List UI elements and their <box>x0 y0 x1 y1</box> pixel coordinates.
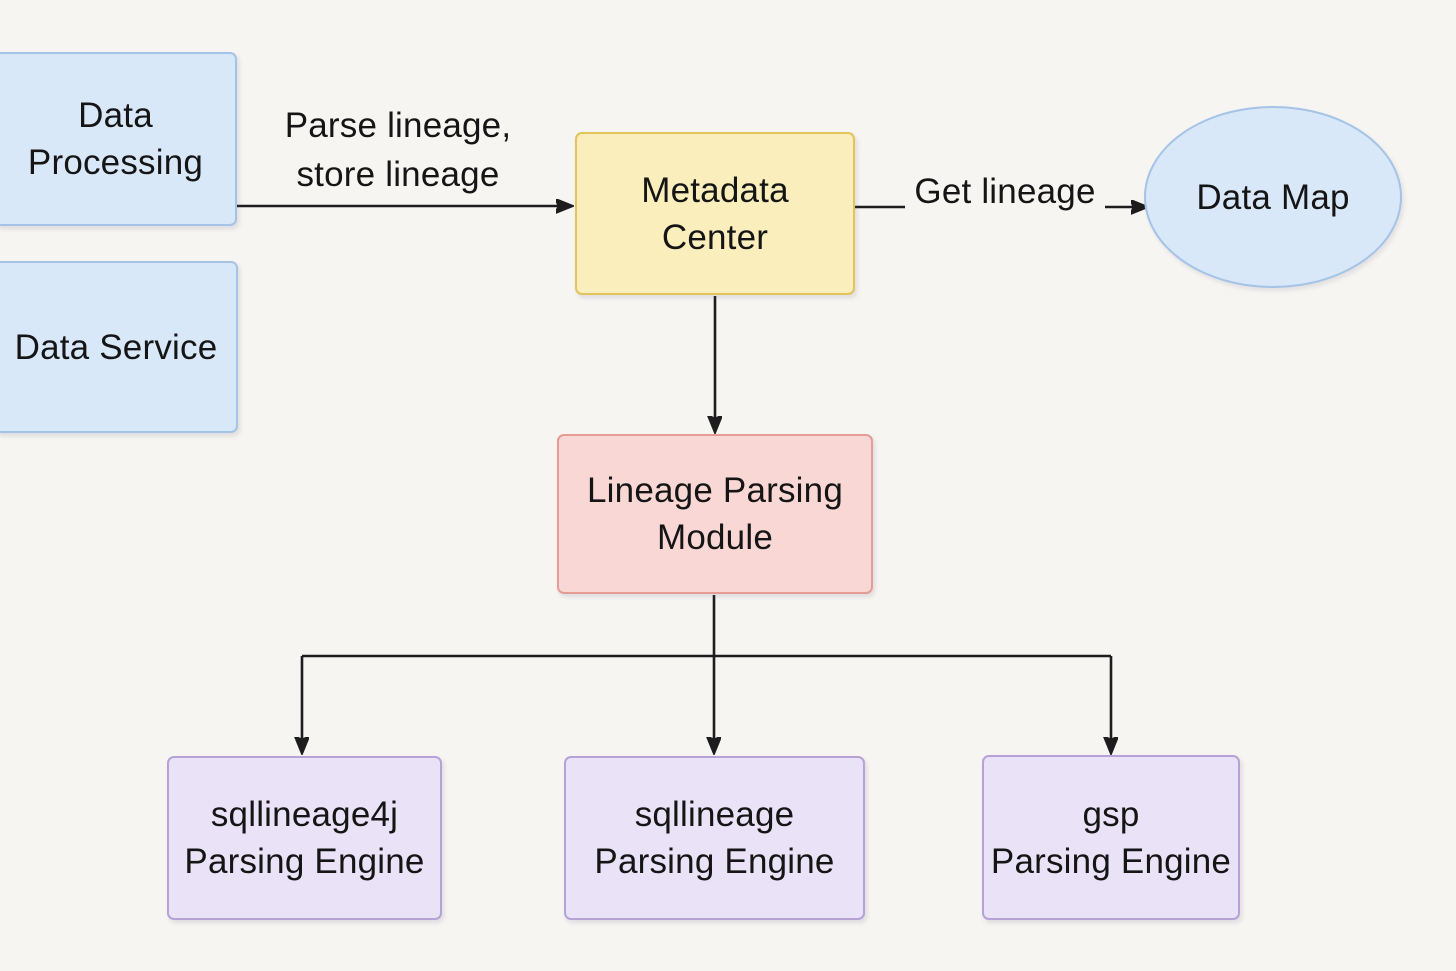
node-label: Processing <box>27 143 204 182</box>
node-sqllineage4j-engine: sqllineage4j Parsing Engine <box>167 756 442 920</box>
edge-label-get-lineage: Get lineage <box>905 170 1105 214</box>
node-label: Data Service <box>14 327 218 367</box>
node-label: sqllineage <box>634 795 795 834</box>
node-label: Parsing Engine <box>184 842 425 881</box>
node-label: Data Map <box>1196 177 1350 217</box>
node-data-map: Data Map <box>1144 106 1402 288</box>
node-label: Center <box>661 217 769 257</box>
node-lineage-parsing-module: Lineage Parsing Module <box>557 434 873 594</box>
edge-label-line: store lineage <box>296 155 500 194</box>
node-label: Module <box>657 518 773 557</box>
node-data-service: Data Service <box>0 261 238 433</box>
node-data-processing: Data Processing <box>0 52 237 226</box>
node-label: Lineage Parsing <box>587 471 843 510</box>
node-label: Metadata <box>641 170 789 210</box>
node-gsp-engine: gsp Parsing Engine <box>982 755 1240 920</box>
node-label: Parsing Engine <box>594 842 835 881</box>
node-label: Data <box>78 96 153 135</box>
edge-label-parse-store-lineage: Parse lineage, store lineage <box>240 101 556 199</box>
node-metadata-center: Metadata Center <box>575 132 855 295</box>
edge-label-line: Parse lineage, <box>284 106 512 145</box>
node-label: Parsing Engine <box>990 841 1232 881</box>
node-sqllineage-engine: sqllineage Parsing Engine <box>564 756 865 920</box>
node-label: gsp <box>1082 794 1140 834</box>
node-label: sqllineage4j <box>210 795 399 834</box>
